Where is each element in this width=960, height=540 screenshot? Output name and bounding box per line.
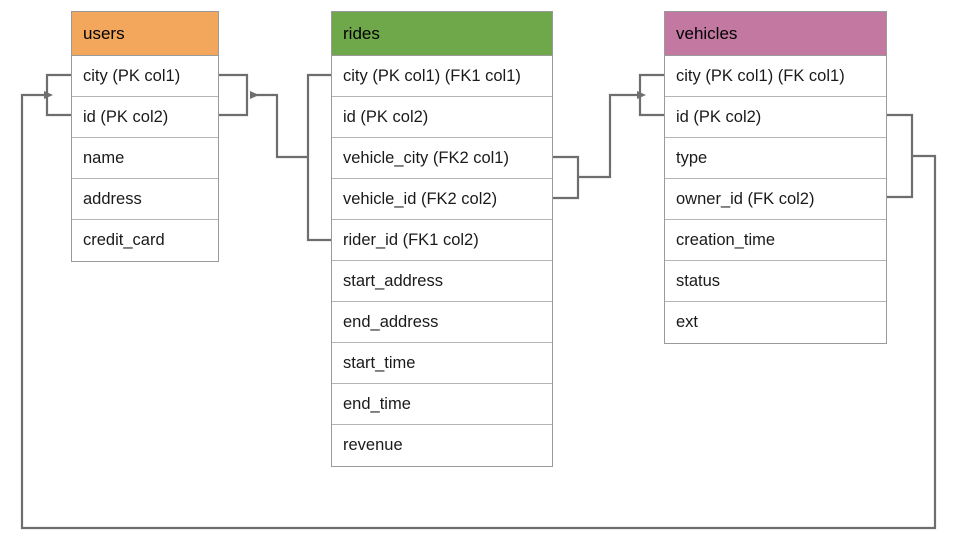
edge-rides-to-users [250, 91, 308, 159]
edge-rides-to-vehicles [578, 91, 646, 179]
table-vehicles-column-creation-time[interactable]: creation_time [665, 220, 886, 261]
edge-rides-left-bracket [306, 73, 331, 242]
table-users-column-id[interactable]: id (PK col2) [72, 97, 218, 138]
edge-users-right-bracket [219, 73, 249, 117]
table-vehicles-column-id[interactable]: id (PK col2) [665, 97, 886, 138]
table-vehicles-column-owner-id[interactable]: owner_id (FK col2) [665, 179, 886, 220]
table-rides-column-vehicle-id[interactable]: vehicle_id (FK2 col2) [332, 179, 552, 220]
table-users-header: users [72, 12, 218, 56]
table-rides-column-end-time[interactable]: end_time [332, 384, 552, 425]
edge-users-left-bracket [45, 73, 71, 117]
table-users-column-city[interactable]: city (PK col1) [72, 56, 218, 97]
table-users[interactable]: users city (PK col1) id (PK col2) name a… [71, 11, 219, 262]
table-rides-column-end-address[interactable]: end_address [332, 302, 552, 343]
table-rides-column-id[interactable]: id (PK col2) [332, 97, 552, 138]
table-vehicles-column-ext[interactable]: ext [665, 302, 886, 343]
table-rides-column-revenue[interactable]: revenue [332, 425, 552, 466]
table-rides-column-city[interactable]: city (PK col1) (FK1 col1) [332, 56, 552, 97]
edge-vehicles-left-bracket [638, 73, 664, 117]
edge-rides-right-bracket [553, 155, 580, 200]
table-vehicles-column-type[interactable]: type [665, 138, 886, 179]
edge-vehicles-right-bracket [887, 113, 914, 199]
table-vehicles-column-city[interactable]: city (PK col1) (FK col1) [665, 56, 886, 97]
table-rides-column-start-time[interactable]: start_time [332, 343, 552, 384]
table-vehicles[interactable]: vehicles city (PK col1) (FK col1) id (PK… [664, 11, 887, 344]
table-users-column-address[interactable]: address [72, 179, 218, 220]
table-rides-column-vehicle-city[interactable]: vehicle_city (FK2 col1) [332, 138, 552, 179]
table-users-column-credit-card[interactable]: credit_card [72, 220, 218, 261]
table-vehicles-header: vehicles [665, 12, 886, 56]
table-rides-column-rider-id[interactable]: rider_id (FK1 col2) [332, 220, 552, 261]
table-rides-header: rides [332, 12, 552, 56]
table-users-column-name[interactable]: name [72, 138, 218, 179]
table-rides-column-start-address[interactable]: start_address [332, 261, 552, 302]
table-rides[interactable]: rides city (PK col1) (FK1 col1) id (PK c… [331, 11, 553, 467]
table-vehicles-column-status[interactable]: status [665, 261, 886, 302]
